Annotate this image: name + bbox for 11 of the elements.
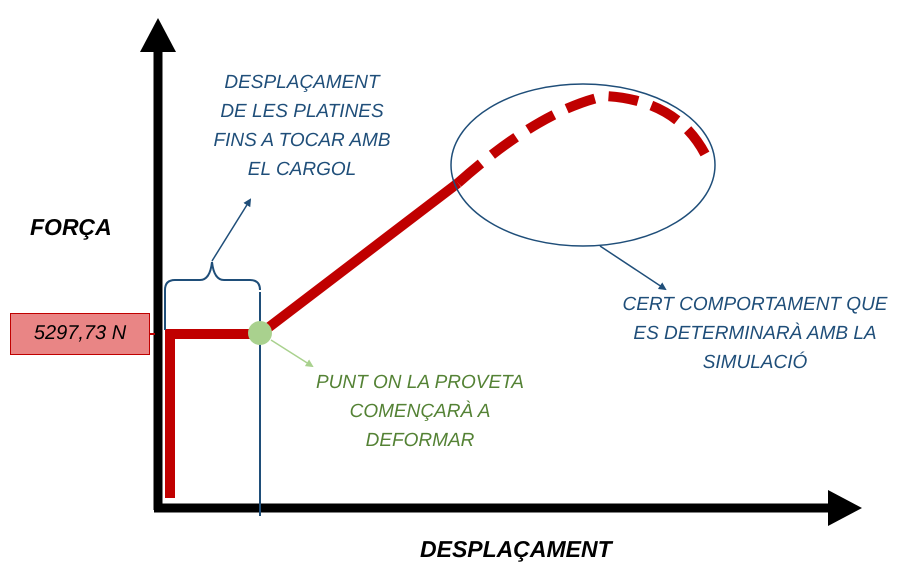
annotation-text: CERT COMPORTAMENT QUE ES DETERMINARÀ AMB LA SIMULACIÓ (615, 290, 895, 377)
leader-arrow (211, 198, 252, 262)
axis-title: DESPLAÇAMENT (420, 536, 612, 563)
point-marker (247, 320, 273, 346)
leader-arrow (600, 245, 667, 290)
ellipse (450, 83, 716, 247)
value-box: 5297,73 N (10, 313, 150, 355)
leader-arrow (270, 339, 314, 368)
annotation-text: PUNT ON LA PROVETA COMENÇARÀ A DEFORMAR (295, 368, 545, 455)
axis-title: FORÇA (30, 214, 112, 241)
annotation-text: DESPLAÇAMENT DE LES PLATINES FINS A TOCAR AMB EL CARGOL (212, 68, 392, 184)
